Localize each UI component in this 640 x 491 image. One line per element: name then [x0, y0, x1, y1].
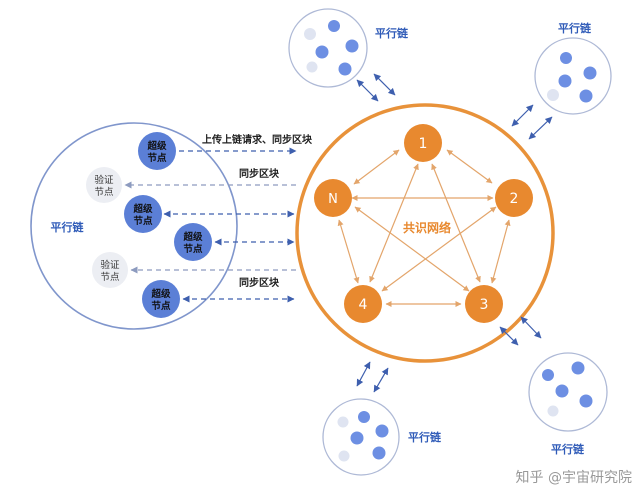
satellite-chain-top-left — [288, 8, 368, 88]
satellite-bottom-right-link — [499, 316, 542, 346]
satellite-top-left-link — [356, 73, 396, 102]
verify-node-2-label-a: 验证 — [100, 259, 120, 271]
verify-node-2-label-b: 节点 — [100, 272, 120, 283]
main-chain-title: 平行链 — [51, 220, 85, 234]
verify-node-1-label-a: 验证 — [94, 174, 114, 186]
satellite-chain-bottom-left — [322, 398, 400, 476]
verify-node-1-label-b: 节点 — [94, 187, 114, 198]
consensus-edges — [337, 149, 511, 307]
super-node-4-label-b: 节点 — [151, 300, 171, 312]
satellite-top-left-title: 平行链 — [375, 26, 409, 40]
watermark-text: 知乎 @宇宙研究院 — [516, 469, 632, 486]
satellite-bottom-left-link — [356, 361, 389, 393]
consensus-node-1: 1 — [404, 124, 442, 162]
edge-3-N — [354, 206, 470, 292]
super-node-2: 超级 节点 — [124, 195, 162, 233]
consensus-node-4: 4 — [344, 285, 382, 323]
super-node-1: 超级 节点 — [138, 132, 176, 170]
super-node-1-label-a: 超级 — [146, 140, 167, 152]
satellite-chain-bottom-right — [528, 352, 608, 432]
consensus-node-n-label: N — [328, 192, 338, 207]
consensus-node-2-label: 2 — [510, 191, 519, 207]
consensus-node-4-label: 4 — [359, 297, 368, 313]
satellite-top-right-link — [511, 104, 553, 140]
consensus-network-label: 共识网络 — [403, 220, 451, 235]
super-node-3-label-b: 节点 — [183, 243, 203, 255]
verify-node-2: 验证 节点 — [92, 252, 128, 288]
upload-request-label: 上传上链请求、同步区块 — [202, 133, 313, 146]
consensus-node-3: 3 — [465, 285, 503, 323]
super-node-4-label-a: 超级 — [150, 288, 171, 300]
satellite-bottom-right-title: 平行链 — [551, 442, 585, 456]
chain-link-arrows — [124, 147, 297, 303]
consensus-node-1-label: 1 — [419, 136, 428, 152]
super-node-3-label-a: 超级 — [182, 231, 203, 243]
consensus-node-n: N — [314, 179, 352, 217]
sync-block-label-1: 同步区块 — [239, 167, 280, 180]
super-node-4: 超级 节点 — [142, 280, 180, 318]
consensus-node-2: 2 — [495, 179, 533, 217]
satellite-top-right-title: 平行链 — [558, 21, 592, 35]
verify-node-1: 验证 节点 — [86, 167, 122, 203]
super-node-3: 超级 节点 — [174, 223, 212, 261]
super-node-1-label-b: 节点 — [147, 152, 167, 164]
satellite-bottom-left-title: 平行链 — [408, 430, 442, 444]
satellite-chain-top-right — [534, 37, 612, 115]
sync-block-label-2: 同步区块 — [239, 276, 280, 289]
super-node-2-label-a: 超级 — [132, 203, 153, 215]
consensus-node-3-label: 3 — [480, 297, 489, 313]
super-node-2-label-b: 节点 — [133, 215, 153, 227]
